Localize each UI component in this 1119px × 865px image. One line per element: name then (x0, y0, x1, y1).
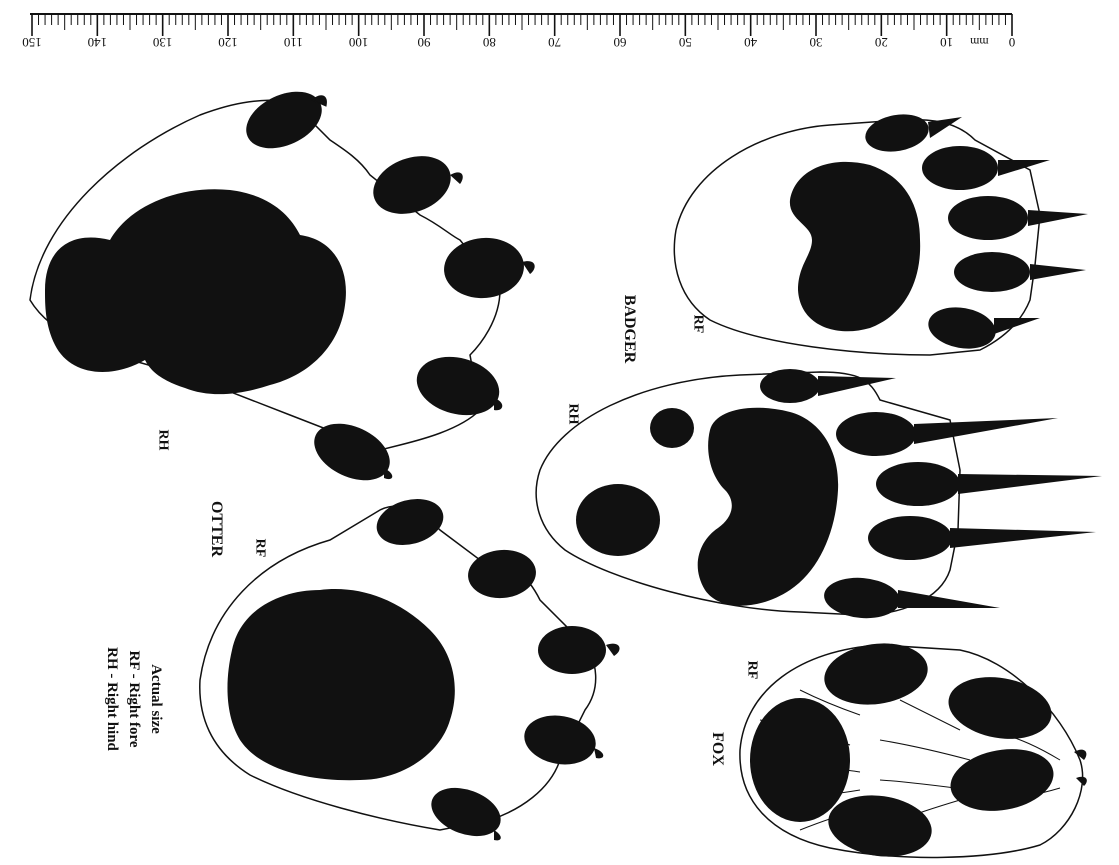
badger-rf-toe-3 (948, 196, 1028, 240)
fox-rf-claw-1 (1074, 750, 1086, 760)
otter-rf-label: RF (251, 539, 267, 558)
mm-ruler: 0 10 20 30 40 50 60 70 80 90 100 110 120 130 140 150 mm (22, 14, 1015, 50)
badger-rh-toe-4 (868, 516, 952, 560)
ruler-tick-label: 60 (614, 35, 627, 50)
ruler-tick-label: 50 (679, 35, 692, 50)
otter-rf-claw-5 (494, 830, 501, 840)
fox-rf-toe-2 (944, 669, 1057, 746)
otter-rh-print (30, 80, 535, 491)
badger-rf-claw-2 (998, 160, 1050, 176)
fox-rf-toe-1 (820, 637, 931, 711)
ruler-tick-label: 150 (22, 35, 42, 50)
ruler-tick-label: 130 (153, 35, 173, 50)
ruler-tick-label: 110 (284, 35, 303, 50)
badger-rf-claw-4 (1030, 264, 1086, 280)
otter-rh-label: RH (155, 430, 171, 451)
ruler-tick-label: 90 (418, 35, 431, 50)
otter-rf-main-pad (227, 589, 454, 780)
otter-rf-claw-4 (594, 748, 603, 758)
otter-rh-toe-5 (305, 412, 399, 491)
otter-rh-toe-4 (410, 348, 506, 424)
badger-rh-claw-5 (898, 590, 1000, 608)
badger-rh-claw-4 (950, 528, 1096, 548)
badger-rh-heel-pad-1 (650, 408, 694, 448)
ruler-tick-label: 140 (88, 35, 108, 50)
otter-rh-toe-1 (237, 80, 331, 159)
fox-rf-claw-2 (1076, 777, 1087, 786)
badger-rh-heel-pad-2 (576, 484, 660, 556)
fox-rf-toe-3 (946, 741, 1059, 818)
fox-rf-toe-4 (824, 789, 935, 863)
badger-rf-claw-5 (994, 318, 1040, 334)
legend-right-fore: RF - Right fore (123, 609, 145, 789)
ruler-tick-label: 0 (1009, 35, 1016, 50)
ruler-labels: 0 10 20 30 40 50 60 70 80 90 100 110 120 130 140 150 mm (22, 35, 1015, 50)
otter-rh-claw-2 (450, 172, 463, 184)
ruler-tick-label: 100 (349, 35, 369, 50)
badger-rf-label: RF (689, 315, 705, 334)
badger-rf-toe-2 (922, 146, 998, 190)
fox-rf-main-pad (750, 698, 850, 822)
badger-rf-main-pad (790, 162, 920, 331)
otter-rf-toe-2 (466, 547, 538, 601)
badger-name: BADGER (620, 284, 638, 374)
badger-rf-toe-1 (862, 110, 931, 157)
legend-actual-size: Actual size (145, 609, 167, 789)
otter-rh-toe-3 (442, 235, 527, 302)
otter-rf-toe-3 (538, 626, 606, 674)
ruler-tick-label: 30 (810, 35, 823, 50)
fox-name: FOX (708, 714, 726, 784)
otter-rf-toe-4 (520, 710, 599, 770)
ruler-tick-label: 70 (548, 35, 561, 50)
badger-rf-toe-4 (954, 252, 1030, 292)
badger-rh-toe-3 (876, 462, 960, 506)
otter-rh-main-pad (45, 189, 346, 394)
badger-rh-print (536, 369, 1102, 621)
badger-rf-print (674, 110, 1088, 355)
badger-rh-toe-2 (836, 412, 916, 456)
otter-rh-claw-4 (494, 398, 502, 410)
ruler-ticks (32, 14, 1012, 36)
otter-rh-toe-2 (365, 146, 459, 224)
badger-rh-toe-1 (760, 369, 820, 403)
badger-rh-claw-3 (958, 474, 1102, 494)
otter-rf-toe-1 (371, 492, 448, 552)
badger-rh-claw-1 (818, 376, 896, 396)
otter-rh-claw-5 (384, 468, 392, 479)
fox-rf-print (740, 637, 1087, 863)
ruler-tick-label: 80 (483, 35, 496, 50)
otter-name: OTTER (207, 489, 225, 569)
legend: Actual size RF - Right fore RH - Right h… (101, 609, 167, 789)
ruler-tick-label: 20 (875, 35, 888, 50)
ruler-tick-label: 40 (744, 35, 757, 50)
badger-rh-claw-2 (914, 418, 1058, 444)
legend-right-hind: RH - Right hind (101, 609, 123, 789)
badger-rh-label: RH (565, 404, 581, 425)
otter-rf-claw-3 (606, 644, 620, 656)
ruler-unit-label: mm (969, 35, 988, 49)
ruler-tick-label: 10 (940, 35, 953, 50)
fox-rf-label: RF (743, 661, 759, 680)
badger-rh-main-pad (698, 408, 838, 606)
badger-rf-claw-3 (1028, 210, 1088, 226)
ruler-tick-label: 120 (218, 35, 238, 50)
